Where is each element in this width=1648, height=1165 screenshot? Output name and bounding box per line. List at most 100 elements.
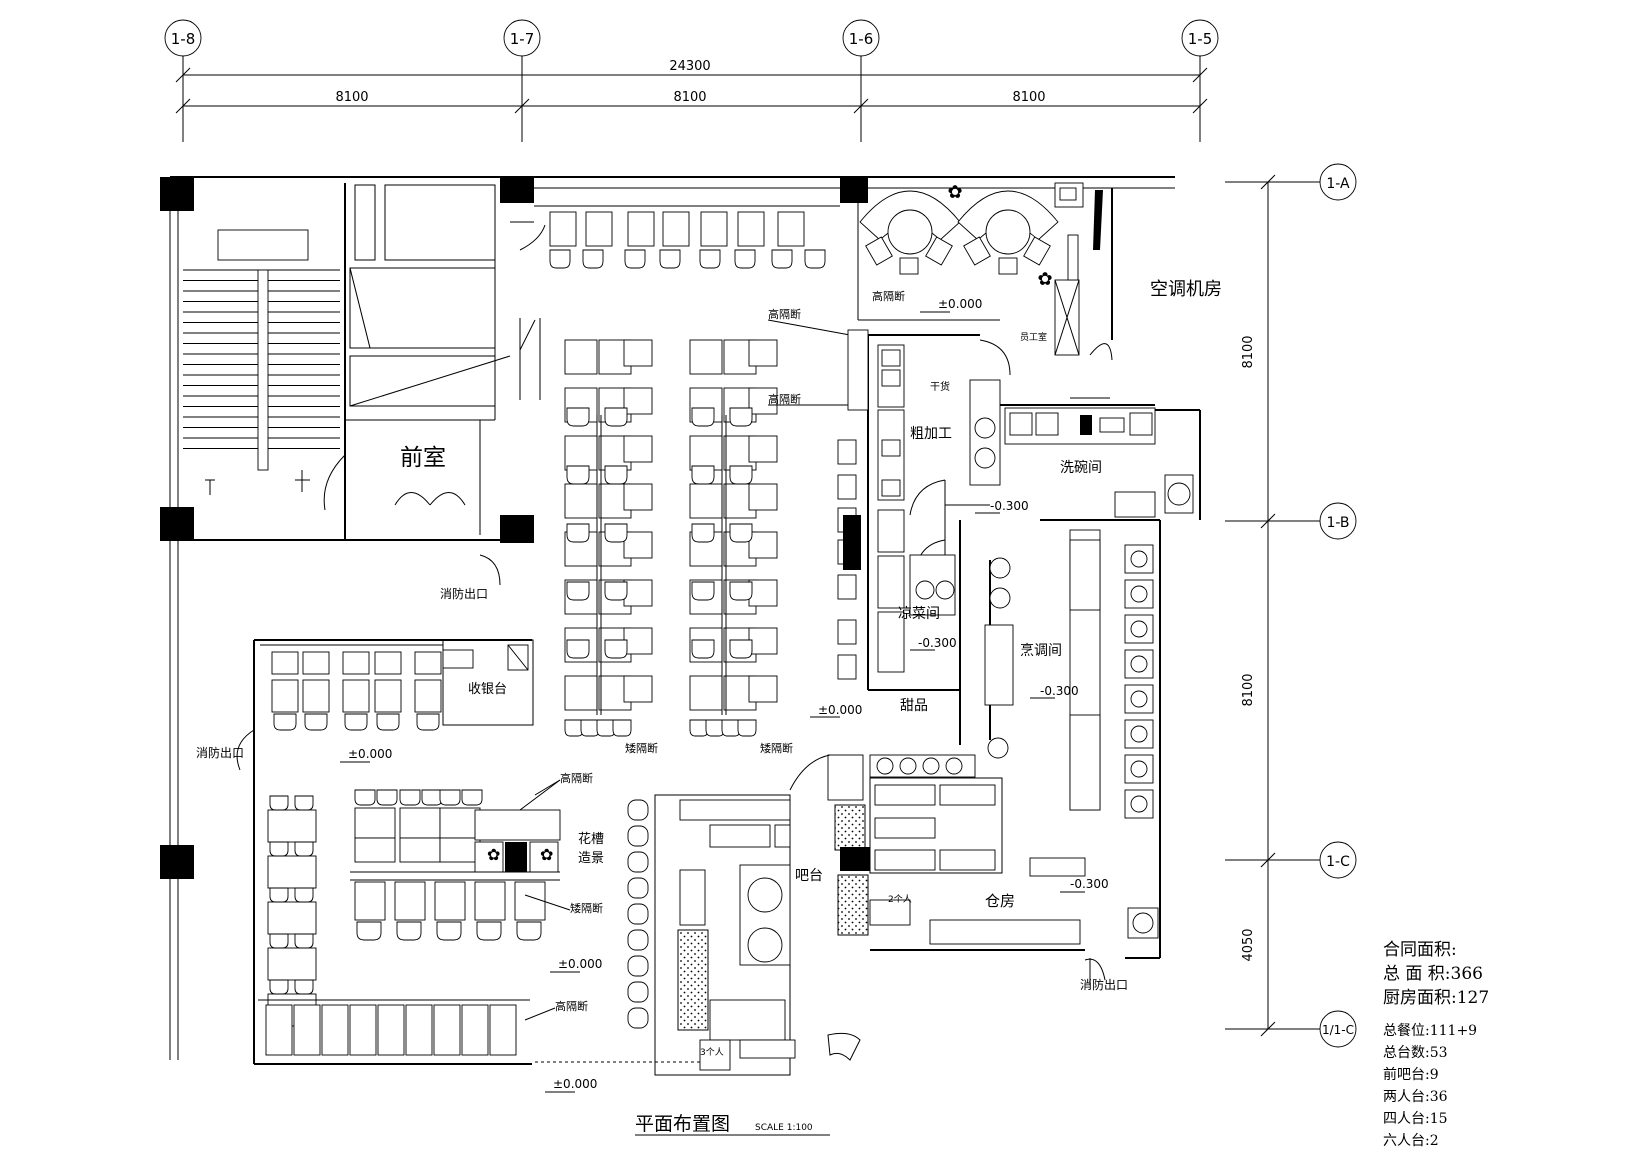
- axis-label-1-1-C: 1/1-C: [1322, 1023, 1354, 1037]
- dim-bay-1: 8100: [335, 90, 368, 105]
- axis-label-1-8: 1-8: [171, 30, 196, 48]
- chair: [269, 795, 289, 811]
- room-dessert: 甜品: [900, 698, 928, 714]
- staff-room-label: 员工室: [1020, 331, 1047, 343]
- private-rounds: ✿ ✿ 高隔断 ±0.000: [857, 182, 1059, 321]
- axis-bubble-1-B: [1319, 502, 1357, 540]
- axis-bubble-1-6: [842, 19, 880, 57]
- chair: [748, 339, 778, 367]
- cashier-label: 收银台: [468, 682, 507, 697]
- center-dining: [519, 318, 857, 737]
- table: [689, 339, 723, 375]
- chair: [691, 639, 715, 659]
- chair: [273, 713, 297, 731]
- dim-row-3: 4050: [1241, 928, 1256, 961]
- chair: [476, 921, 502, 941]
- room-storage: 仓房: [985, 892, 1015, 910]
- chair: [269, 979, 289, 995]
- kitchen: 粗加工 洗碗间 干货 -0.300 凉菜间 -0.300 甜品 烹调间 -0.3…: [843, 329, 1194, 819]
- planter-label: 花槽: [578, 831, 604, 847]
- dim-total-width: 24300: [669, 59, 710, 74]
- sofa-seat: [265, 1004, 293, 1056]
- chair: [294, 933, 314, 949]
- axis-label-1-7: 1-7: [510, 30, 535, 48]
- chair: [804, 249, 826, 269]
- shafts: [349, 184, 511, 420]
- low-partition-label-3: 矮隔断: [570, 901, 603, 915]
- fire-exit-label-1: 消防出口: [440, 586, 488, 601]
- basins: [869, 754, 976, 778]
- level-label-5: -0.300: [1040, 684, 1079, 698]
- sofa-seat: [321, 1004, 349, 1056]
- chair: [623, 339, 653, 367]
- chair: [748, 627, 778, 655]
- dim-bay-2: 8100: [673, 90, 706, 105]
- chair: [580, 719, 600, 737]
- table: [689, 675, 723, 711]
- table: [394, 881, 426, 921]
- axis-label-1-5: 1-5: [1188, 30, 1213, 48]
- title-scale: SCALE 1:100: [755, 1123, 813, 1133]
- chair: [604, 407, 628, 427]
- stool: [627, 851, 649, 873]
- chair: [837, 574, 857, 600]
- chair: [659, 249, 681, 269]
- axis-bubble-1-A: [1319, 163, 1357, 201]
- chair: [436, 921, 462, 941]
- four-seat-value: 15: [1429, 1111, 1448, 1127]
- storage-persons: 2个人: [888, 894, 912, 905]
- chair: [604, 465, 628, 485]
- sofa-seat: [349, 1004, 377, 1056]
- chair: [374, 651, 402, 675]
- chair: [294, 979, 314, 995]
- structural-columns: [160, 177, 870, 879]
- chair: [623, 531, 653, 559]
- chair: [416, 713, 440, 731]
- table: [777, 211, 805, 247]
- stool: [627, 955, 649, 977]
- table: [549, 211, 577, 247]
- stool: [627, 929, 649, 951]
- chair: [271, 651, 299, 675]
- high-partition-label-1: 高隔断: [872, 289, 905, 303]
- chair: [691, 465, 715, 485]
- chair: [302, 651, 330, 675]
- chair: [729, 523, 753, 543]
- burner: [1130, 690, 1148, 708]
- kitchen-area-row: 厨房面积:127: [1383, 988, 1490, 1008]
- ac-room: 空调机房 员工室: [1020, 182, 1222, 361]
- stove: [1124, 649, 1154, 679]
- chair: [691, 523, 715, 543]
- table: [564, 435, 598, 471]
- svg-text:✿: ✿: [1037, 269, 1052, 290]
- svg-text:✿: ✿: [947, 182, 962, 203]
- two-seat-row: 两人台:36: [1383, 1089, 1448, 1105]
- axis-bubble-1-8: [164, 19, 202, 57]
- chair: [729, 581, 753, 601]
- tables-value: 53: [1429, 1045, 1448, 1061]
- table: [399, 837, 441, 863]
- table: [700, 211, 728, 247]
- chair: [748, 483, 778, 511]
- total-area-value: 366: [1450, 964, 1483, 984]
- table: [627, 211, 655, 247]
- table: [564, 339, 598, 375]
- high-partition-label-2: 高隔断: [768, 307, 801, 321]
- chair: [269, 841, 289, 857]
- partition: [519, 319, 536, 351]
- chair: [566, 523, 590, 543]
- burner: [1130, 725, 1148, 743]
- burner: [1130, 795, 1148, 813]
- chair: [396, 921, 422, 941]
- title-main: 平面布置图: [635, 1113, 730, 1135]
- table: [302, 679, 330, 713]
- svg-text:✿: ✿: [487, 845, 500, 864]
- fire-exits: 消防出口 消防出口 消防出口: [196, 554, 1128, 992]
- row-axes: 1-A 1-B 1-C 1/1-C 8100 8100 4050: [1225, 163, 1357, 1048]
- chair: [748, 387, 778, 415]
- partition-labels: 高隔断 高隔断 矮隔断 矮隔断 ±0.000: [625, 307, 862, 755]
- axis-bubble-1-C: [1319, 841, 1357, 879]
- svg-text:✿: ✿: [540, 845, 553, 864]
- chair: [356, 921, 382, 941]
